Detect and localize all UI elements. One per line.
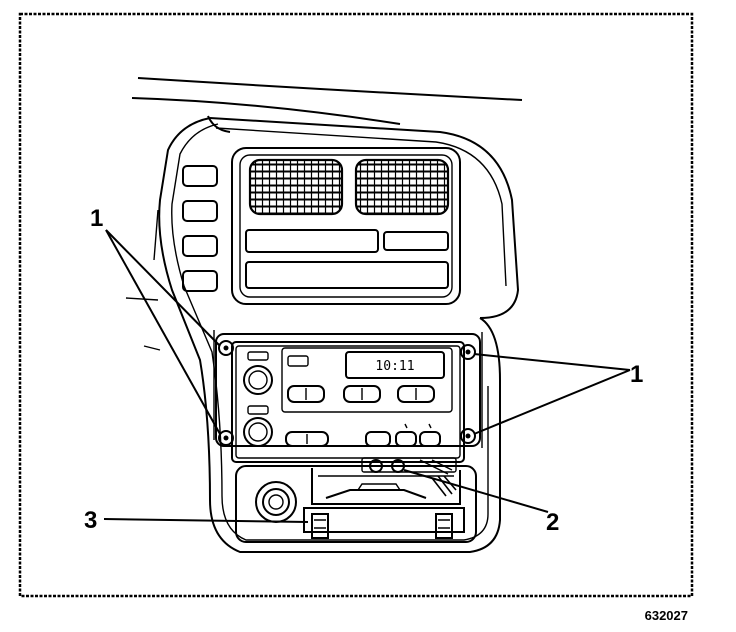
callout-3: 3 xyxy=(84,507,97,534)
radio-fasteners xyxy=(218,340,476,446)
button xyxy=(182,165,218,187)
fastener xyxy=(460,344,476,360)
left-switch-column xyxy=(182,165,218,292)
radio-bracket xyxy=(303,507,465,539)
dash-top-lines xyxy=(131,77,523,125)
radio-surround xyxy=(213,330,483,448)
button xyxy=(182,270,218,292)
button xyxy=(182,235,218,257)
radio-display-text: 10:11 xyxy=(375,359,414,374)
button xyxy=(285,431,329,447)
button xyxy=(365,431,391,447)
button xyxy=(397,385,435,403)
button xyxy=(287,385,325,403)
lower-console-pocket xyxy=(235,465,477,543)
preset-buttons xyxy=(287,385,435,403)
button xyxy=(419,431,441,447)
fastener xyxy=(218,340,234,356)
fastener xyxy=(460,428,476,444)
vent xyxy=(248,158,344,216)
radio-faceplate: 10:11 xyxy=(231,341,465,463)
knob xyxy=(243,417,273,447)
center-console-bezel xyxy=(158,115,520,553)
button xyxy=(182,200,218,222)
leader-lines xyxy=(103,229,631,523)
callout-1-right: 1 xyxy=(630,361,643,388)
fastener xyxy=(218,430,234,446)
vent xyxy=(354,158,450,216)
button xyxy=(395,431,417,447)
radio-display xyxy=(345,351,445,379)
side-panel-lines xyxy=(125,209,161,351)
figure-number: 632027 xyxy=(645,608,688,623)
knob xyxy=(243,365,273,395)
upper-vent-housing xyxy=(231,147,461,305)
callout-1-left: 1 xyxy=(90,205,103,232)
button xyxy=(343,385,381,403)
figure-border xyxy=(18,12,694,598)
callout-2: 2 xyxy=(546,509,559,536)
